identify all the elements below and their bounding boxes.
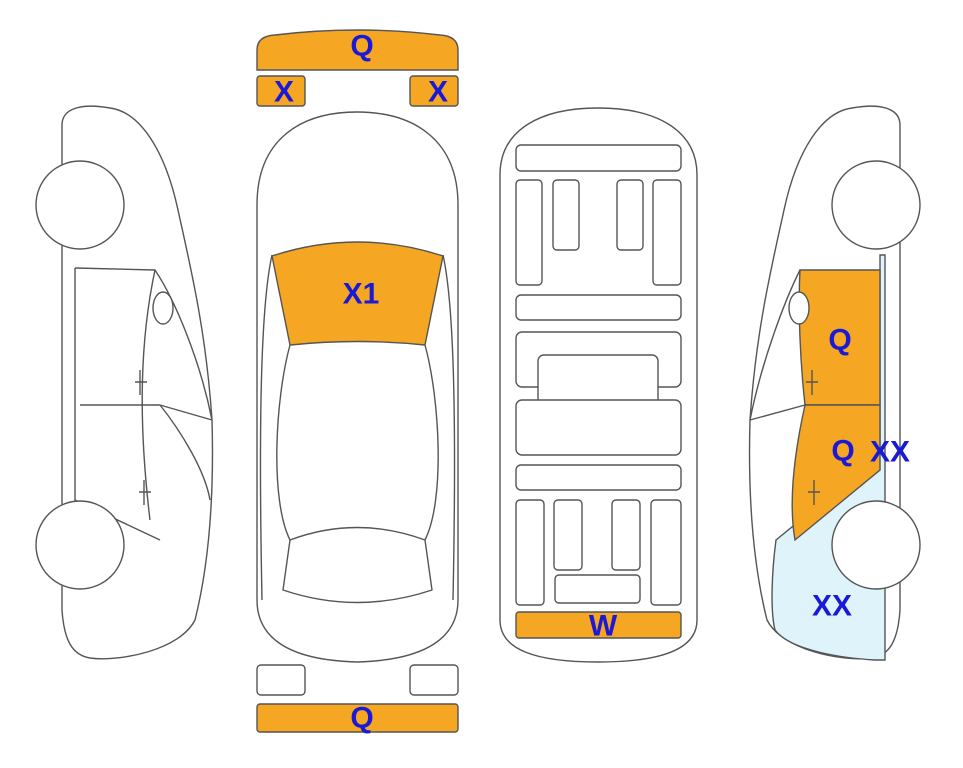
left-headlight-label: X: [274, 76, 294, 109]
right-headlight-label: X: [428, 76, 448, 109]
wheel-icon: [831, 160, 921, 250]
underbody-rear-part[interactable]: [515, 611, 682, 639]
car-top-view: [256, 29, 459, 733]
damage-labels: Q X X X1 Q W Q Q XX XX: [274, 30, 910, 735]
right-rear-quarter-label: XX: [812, 590, 852, 623]
car-underbody-view: [499, 107, 698, 663]
rear-bumper-part[interactable]: [256, 703, 459, 733]
right-headlight-part[interactable]: [409, 75, 459, 107]
front-bumper-label: Q: [350, 30, 373, 63]
wheel-icon: [35, 160, 125, 250]
car-left-side-view: [35, 105, 214, 660]
wheel-icon: [35, 500, 125, 590]
rear-bumper-label: Q: [350, 702, 373, 735]
right-rear-door-label: Q: [831, 435, 854, 468]
underbody-rear-label: W: [589, 610, 618, 643]
right-rear-door-extra-label: XX: [870, 436, 910, 469]
hood-label: X1: [343, 278, 380, 311]
wheel-icon: [831, 500, 921, 590]
left-headlight-part[interactable]: [256, 75, 306, 107]
car-right-side-view: [748, 105, 921, 661]
front-bumper-part[interactable]: [256, 29, 459, 71]
right-front-door-label: Q: [828, 324, 851, 357]
hood-part[interactable]: [271, 241, 444, 346]
right-rear-door-part[interactable]: [791, 404, 881, 542]
